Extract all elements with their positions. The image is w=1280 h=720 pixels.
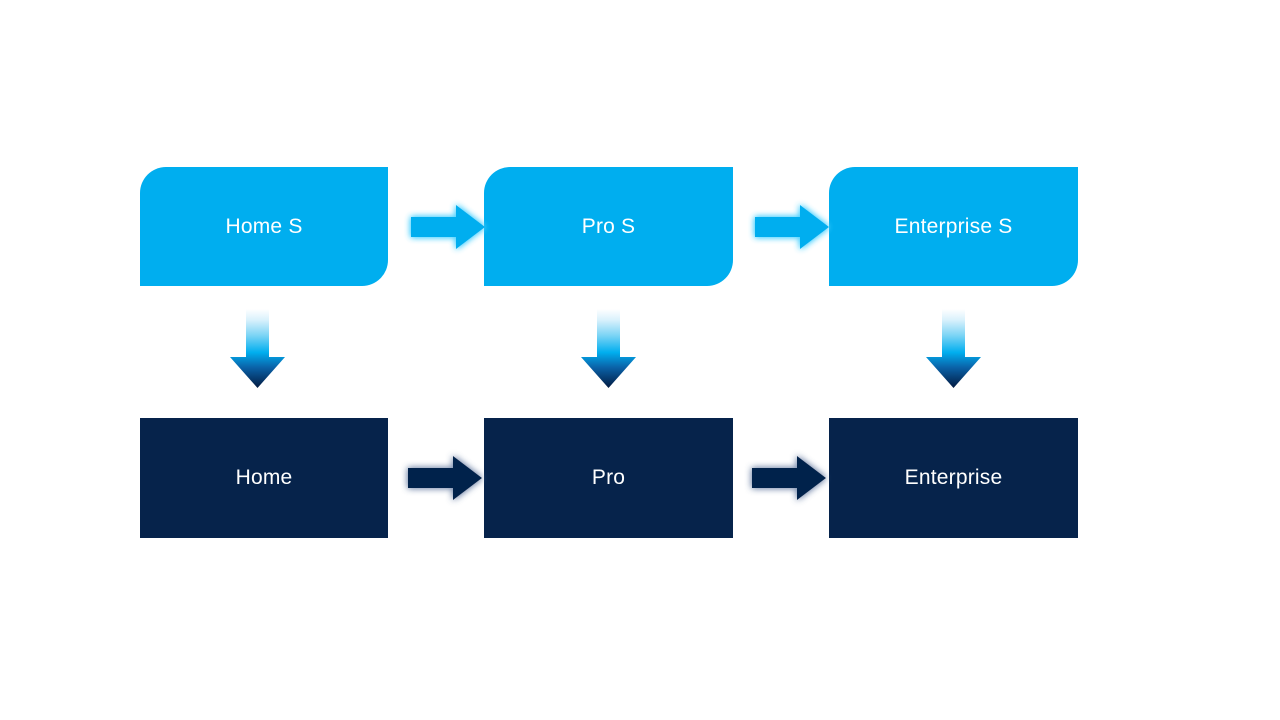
connector-pro-s-to-enterprise-s	[753, 203, 831, 251]
arrow-right-icon	[755, 205, 829, 249]
node-pro[interactable]: Pro	[484, 418, 733, 538]
connector-home-s-to-pro-s	[409, 203, 487, 251]
arrow-down-icon	[926, 309, 981, 388]
node-home-label: Home	[235, 466, 293, 490]
connector-pro-to-enterprise	[750, 454, 828, 502]
arrow-right-icon	[411, 205, 485, 249]
node-enterprise-label: Enterprise	[904, 466, 1003, 490]
node-home-s-label: Home S	[225, 214, 303, 238]
node-pro-label: Pro	[591, 466, 626, 490]
node-enterprise-s-label: Enterprise S	[894, 214, 1013, 238]
node-home-s[interactable]: Home S	[140, 167, 388, 286]
arrow-right-icon	[752, 456, 826, 500]
arrow-right-icon	[408, 456, 482, 500]
node-enterprise[interactable]: Enterprise	[829, 418, 1078, 538]
node-enterprise-s[interactable]: Enterprise S	[829, 167, 1078, 286]
node-home[interactable]: Home	[140, 418, 388, 538]
node-pro-s[interactable]: Pro S	[484, 167, 733, 286]
arrow-down-icon	[581, 309, 636, 388]
connector-pro-s-to-pro	[579, 309, 638, 389]
connector-home-s-to-home	[228, 309, 287, 389]
node-pro-s-label: Pro S	[581, 214, 636, 238]
connector-enterprise-s-to-enterprise	[924, 309, 983, 389]
arrow-down-icon	[230, 309, 285, 388]
connector-home-to-pro	[406, 454, 484, 502]
